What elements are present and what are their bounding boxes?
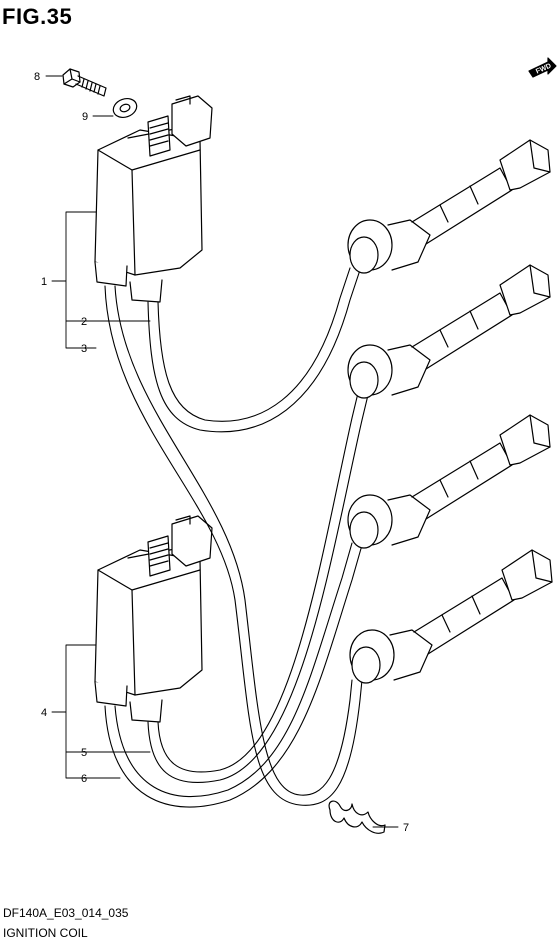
cord-clamp-icon: [328, 800, 386, 834]
spark-plug-cap-4: [349, 549, 553, 684]
spark-plug-cap-2: [347, 264, 551, 399]
figure-code: DF140A_E03_014_035: [3, 906, 129, 920]
callout-3: 3: [81, 343, 87, 355]
spark-plug-cap-3: [347, 414, 551, 549]
fwd-label: FWD: [535, 63, 552, 76]
callout-8: 8: [34, 71, 40, 83]
spark-plug-cap-1: [347, 139, 551, 274]
callout-7: 7: [403, 822, 409, 834]
callout-4: 4: [41, 707, 47, 719]
figure-name: IGNITION COIL: [3, 926, 88, 940]
callout-9: 9: [82, 111, 88, 123]
callout-labels: 8 9 1 2 3 4 5 6 7: [34, 71, 409, 834]
callout-1: 1: [41, 276, 47, 288]
bolt-icon: [62, 68, 107, 97]
callout-6: 6: [81, 773, 87, 785]
fwd-arrow-icon: FWD: [528, 57, 557, 78]
callout-5: 5: [81, 747, 87, 759]
figure-title: FIG.35: [2, 4, 73, 29]
lower-ignition-coil: [94, 515, 213, 723]
leader-lines: [45, 75, 399, 828]
callout-2: 2: [81, 316, 87, 328]
washer-icon: [112, 97, 138, 119]
upper-ignition-coil: [94, 95, 213, 303]
high-tension-cords: [104, 267, 369, 808]
